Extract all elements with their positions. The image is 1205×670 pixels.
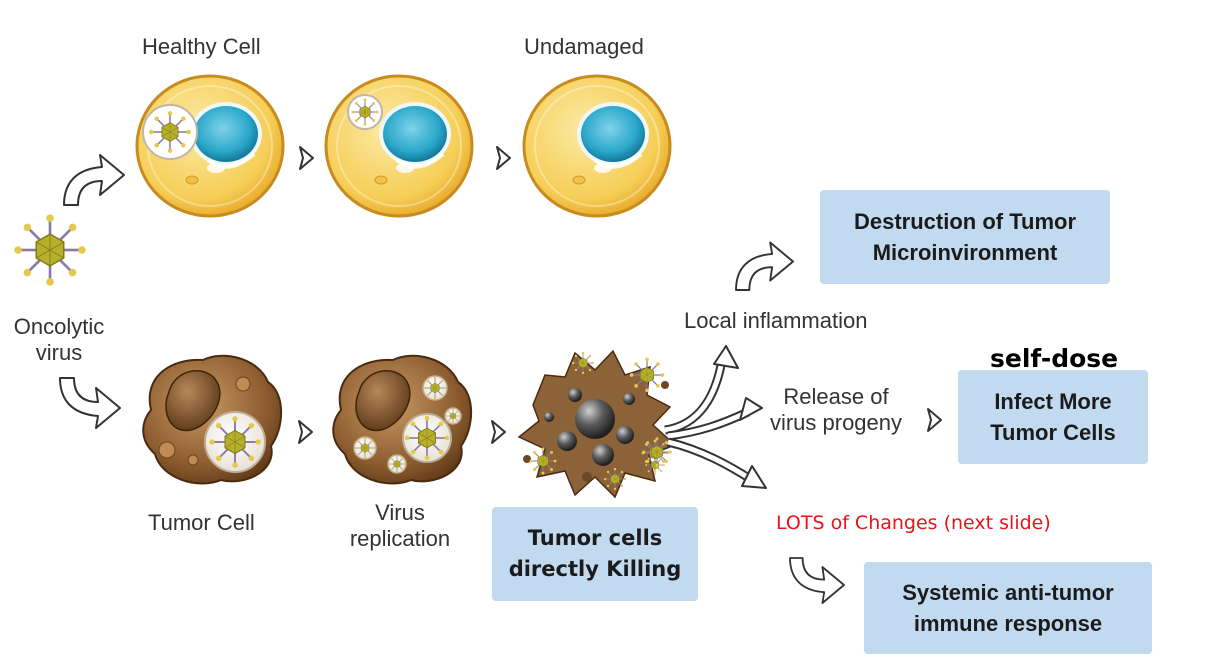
box-killing-line1: Tumor cells (527, 526, 663, 550)
label-tumor-cell: Tumor Cell (148, 510, 255, 535)
note-lots-of-changes: LOTS of Changes (next slide) (776, 512, 1051, 534)
arrow-healthy-1 (299, 146, 314, 170)
box-destruction-line1: Destruction of Tumor (853, 209, 1077, 234)
box-infect-more-tumor-cells: Infect More Tumor Cells (958, 370, 1148, 464)
label-release-line2: virus progeny (769, 410, 903, 435)
arrow-to-inflammation (713, 345, 739, 369)
box-infect-line2: Tumor Cells (990, 420, 1116, 445)
box-killing-line2: directly Killing (508, 557, 682, 581)
arrow-healthy-2 (496, 146, 511, 170)
released-virus-icon (641, 436, 673, 468)
tumor-cell-2 (332, 354, 473, 485)
curved-arrow-to-destruction (735, 241, 794, 291)
label-local-inflammation: Local inflammation (684, 308, 868, 333)
label-release-virus-progeny: Release of virus progeny (752, 384, 920, 436)
healthy-cell-1 (135, 74, 285, 218)
box-destruction-microenvironment: Destruction of Tumor Microinvironment (820, 190, 1110, 284)
arrow-to-systemic (741, 465, 767, 489)
box-systemic-line2: immune response (913, 611, 1103, 636)
box-tumor-cells-directly-killing: Tumor cells directly Killing (492, 507, 698, 601)
label-healthy-cell: Healthy Cell (142, 34, 261, 59)
branch-arrows (664, 359, 755, 484)
arrow-to-release (739, 397, 763, 421)
arrow-to-infect (927, 408, 942, 432)
label-oncolytic-line1: Oncolytic (13, 314, 105, 339)
curved-arrow-to-healthy (63, 154, 125, 206)
box-systemic-immune-response: Systemic anti-tumor immune response (864, 562, 1152, 654)
label-virus-replication-line1: Virus (375, 500, 425, 525)
curved-arrow-to-systemic (789, 557, 845, 604)
tumor-cell-1 (142, 354, 283, 485)
label-oncolytic-line2: virus (35, 340, 83, 365)
label-undamaged: Undamaged (524, 34, 644, 59)
note-self-dose: self-dose (990, 344, 1119, 373)
label-oncolytic-virus: Oncolytic virus (3, 314, 115, 366)
label-virus-replication-line2: replication (349, 526, 451, 551)
curved-arrow-to-tumor (59, 377, 121, 429)
box-infect-line1: Infect More (994, 389, 1112, 414)
oncolytic-virus-icon (13, 213, 87, 287)
arrow-tumor-2 (491, 420, 506, 444)
arrow-tumor-1 (298, 420, 313, 444)
lysed-tumor-cell (517, 349, 677, 499)
box-systemic-line1: Systemic anti-tumor (902, 580, 1114, 605)
label-virus-replication: Virus replication (334, 500, 466, 552)
box-destruction-line2: Microinvironment (872, 240, 1058, 265)
healthy-cell-2 (324, 74, 474, 218)
label-release-line1: Release of (783, 384, 889, 409)
healthy-cell-3 (522, 74, 672, 218)
